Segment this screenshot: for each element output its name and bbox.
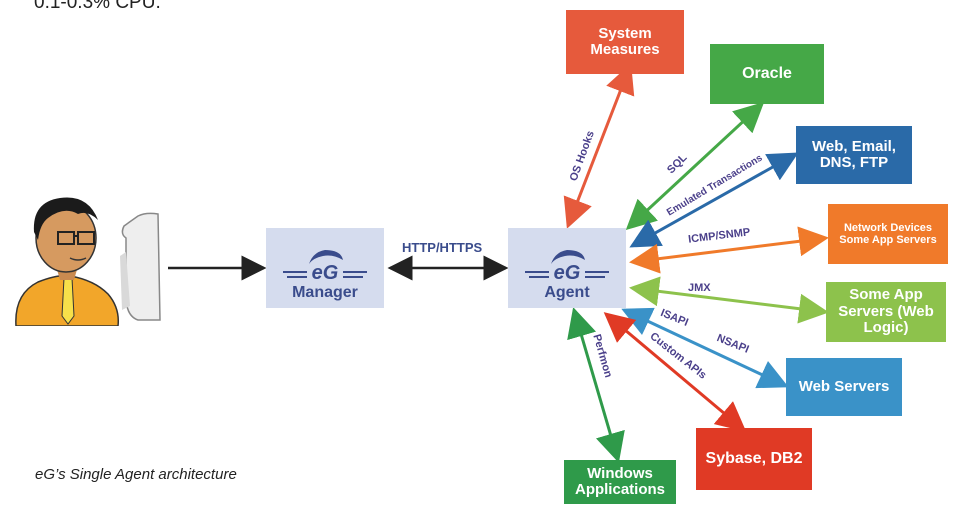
manager-logo-text: eG [312,262,339,284]
http-https-label: HTTP/HTTPS [402,240,483,255]
agent-node: eG Agent [508,228,626,308]
node-web-email-dns-ftp: Web, Email, DNS, FTP [796,126,912,184]
user-at-computer-icon [8,176,163,327]
node-some-app-servers: Some App Servers (Web Logic) [826,282,946,342]
manager-label: Manager [292,284,358,301]
node-web-servers: Web Servers [786,358,902,416]
diagram-caption: eG’s Single Agent architecture [35,466,237,483]
node-system-measures: System Measures [566,10,684,74]
edge-network-devices [629,226,829,274]
node-windows-applications: Windows Applications [564,460,676,504]
agent-label: Agent [544,284,590,301]
edge-sybase [603,312,747,432]
node-sybase-db2: Sybase, DB2 [696,428,812,490]
eg-logo-icon: eG [525,250,609,284]
manager-node: eG Manager [266,228,384,308]
edge-windows-apps [567,307,625,463]
node-network-devices: Network Devices Some App Servers [828,204,948,264]
node-oracle: Oracle [710,44,824,104]
eg-logo-icon: eG [283,250,367,284]
agent-logo-text: eG [554,262,581,284]
edge-system-measures [563,63,635,229]
edge-label-jmx: JMX [688,282,711,294]
top-note: 0.1-0.3% CPU. [34,0,161,13]
edge-some-app-servers [629,276,829,324]
